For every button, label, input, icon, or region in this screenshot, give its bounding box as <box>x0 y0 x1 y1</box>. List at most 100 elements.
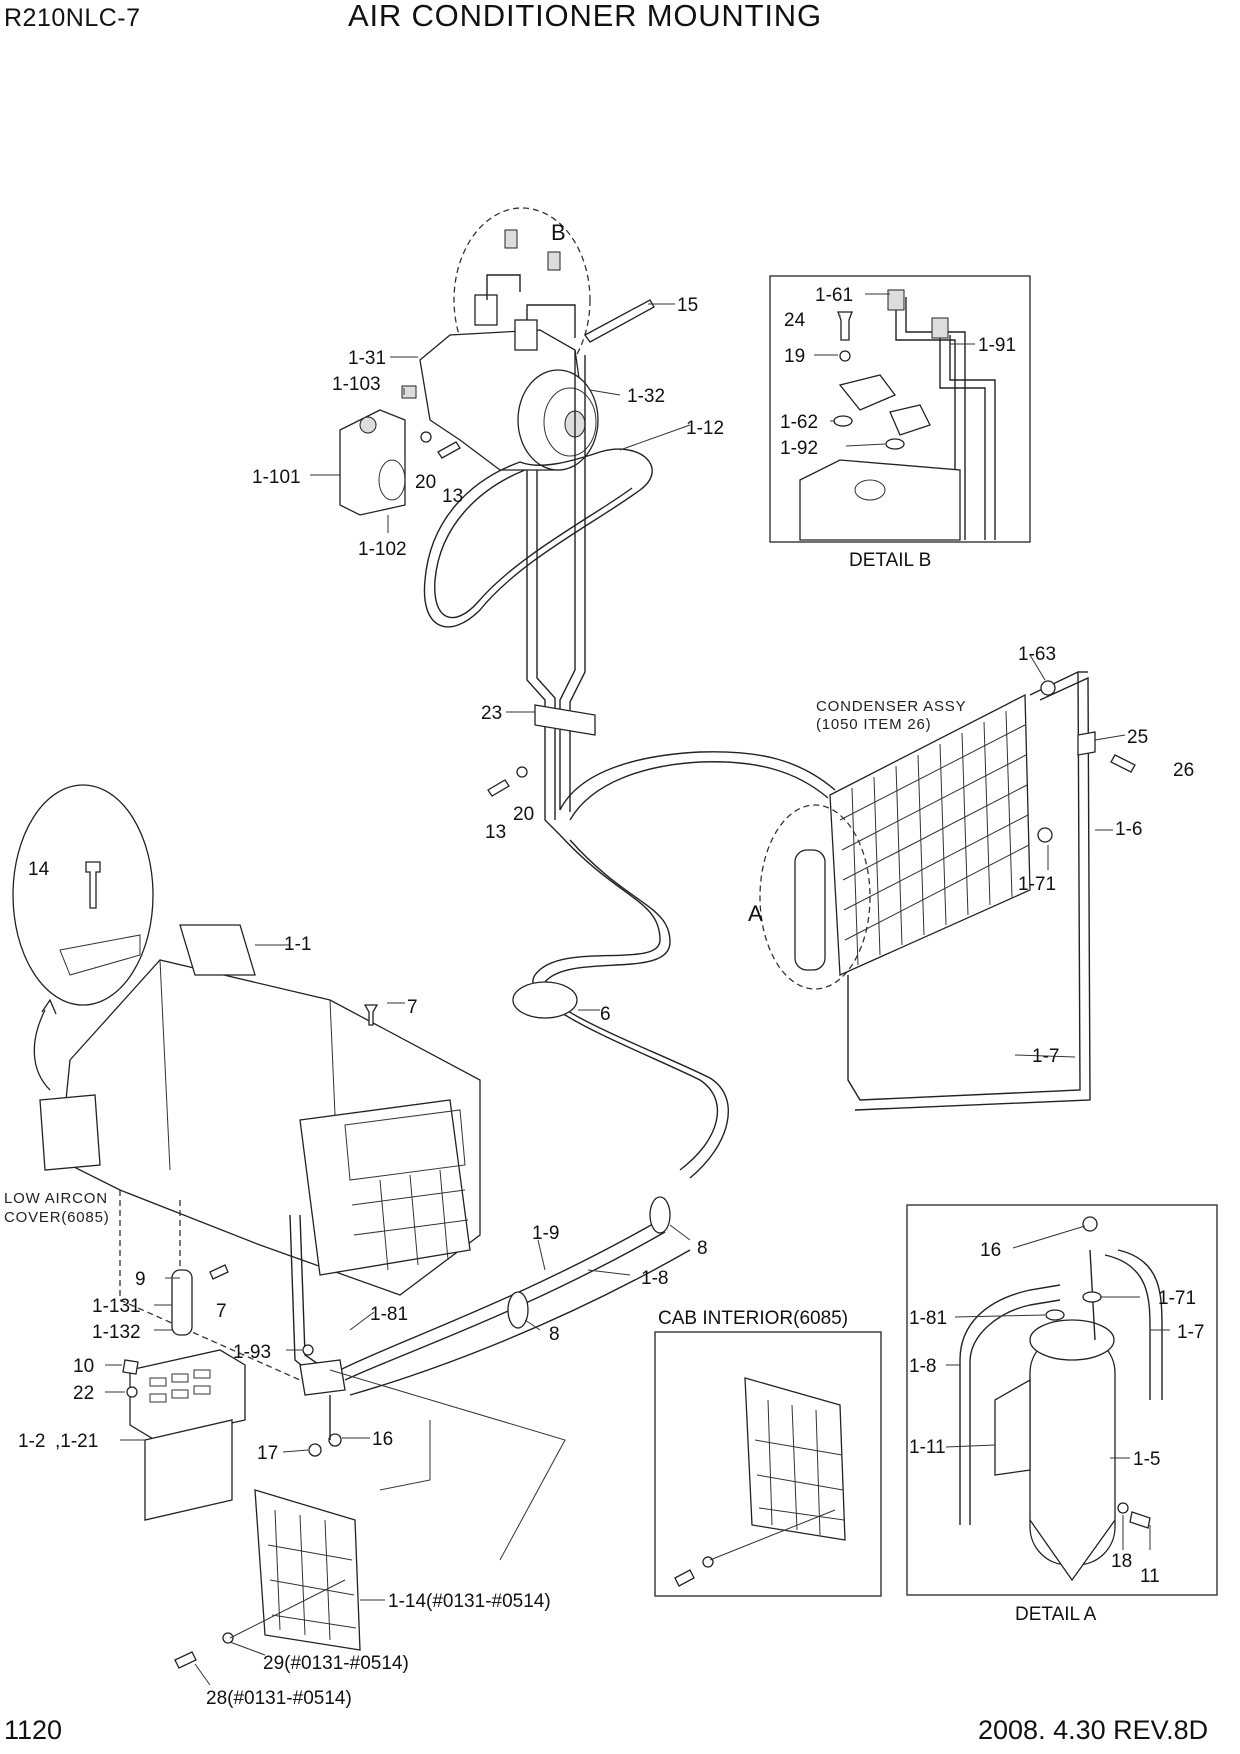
detail-a-labels: 16 1-71 1-81 1-7 1-8 1-11 1-5 18 11 DETA… <box>909 1240 1204 1625</box>
bracket-1-11 <box>994 1378 1031 1476</box>
detail-a-callout-18: 18 <box>1111 1551 1132 1572</box>
callout-1-14: 1-14(#0131-#0514) <box>388 1591 551 1612</box>
nut-16-detail <box>1082 1216 1098 1232</box>
oring-1-62 <box>833 415 853 427</box>
bolt-13-lower <box>487 779 510 797</box>
clamp-23 <box>534 704 596 736</box>
callout-1-9: 1-9 <box>532 1223 559 1244</box>
oring-1-92 <box>885 438 905 450</box>
washer-29 <box>222 1632 234 1644</box>
callout-1-71: 1-71 <box>1018 874 1056 895</box>
callout-1-12: 1-12 <box>686 418 724 439</box>
callout-25: 25 <box>1127 727 1148 748</box>
callout-26: 26 <box>1173 760 1194 781</box>
oring-1-71 <box>1082 1291 1102 1303</box>
callout-1-101: 1-101 <box>252 467 301 488</box>
low-aircon-note-line1: LOW AIRCON <box>4 1190 108 1207</box>
callout-8-lower: 8 <box>549 1324 560 1345</box>
callout-8-upper: 8 <box>697 1238 708 1259</box>
bolt-26 <box>1110 754 1136 773</box>
detail-b-callout-1-92: 1-92 <box>780 438 818 459</box>
callout-1-6: 1-6 <box>1115 819 1142 840</box>
duct-outlet <box>179 924 256 976</box>
callout-9: 9 <box>135 1269 146 1290</box>
washer-20-lower <box>516 766 528 778</box>
detail-a-callout-1-8: 1-8 <box>909 1356 936 1377</box>
callout-1-7: 1-7 <box>1032 1046 1059 1067</box>
detail-a-callout-1-7: 1-7 <box>1177 1322 1204 1343</box>
bolt-15 <box>584 299 655 343</box>
callout-28: 28(#0131-#0514) <box>206 1688 352 1709</box>
callout-17: 17 <box>257 1443 278 1464</box>
page-title: AIR CONDITIONER MOUNTING <box>348 0 822 33</box>
callout-16: 16 <box>372 1429 393 1450</box>
callout-20-lower: 20 <box>513 804 534 825</box>
callout-15: 15 <box>677 295 698 316</box>
detail-b-labels: 1-61 24 1-91 19 1-62 1-92 DETAIL B <box>780 285 1016 571</box>
callout-B: B <box>551 220 566 245</box>
callout-20-top: 20 <box>415 472 436 493</box>
detail-b-callout-19: 19 <box>784 346 805 367</box>
drive-belt-1-12 <box>423 448 653 628</box>
washer-19 <box>839 350 851 362</box>
callout-14: 14 <box>28 859 50 880</box>
washer-22 <box>126 1386 138 1398</box>
detail-a-caption: DETAIL A <box>1015 1604 1097 1625</box>
compressor-pulley <box>517 369 599 471</box>
detail-a-callout-1-71: 1-71 <box>1158 1288 1196 1309</box>
nut-16 <box>328 1433 342 1447</box>
callout-1-81: 1-81 <box>370 1304 408 1325</box>
detail-a-marker-circle <box>759 804 871 990</box>
condenser-assembly <box>759 670 1136 1111</box>
callout-1-8: 1-8 <box>641 1268 668 1289</box>
bolt-13-top <box>437 441 461 459</box>
callout-13-lower: 13 <box>485 822 506 843</box>
fitting-1-91 <box>931 317 949 339</box>
detail-a-callout-1-81: 1-81 <box>909 1308 947 1329</box>
washer-18 <box>1117 1502 1129 1514</box>
callout-22: 22 <box>73 1383 94 1404</box>
receiver-tank-1-101 <box>339 409 406 516</box>
bracket-25 <box>1077 731 1096 756</box>
callout-1-63: 1-63 <box>1018 644 1056 665</box>
receiver-drier <box>794 849 826 971</box>
callout-1-102: 1-102 <box>358 539 407 560</box>
callout-1-93: 1-93 <box>233 1342 271 1363</box>
callout-1-21: ,1-21 <box>55 1431 98 1452</box>
screw-7 <box>363 1004 379 1026</box>
inset-bolt-circle <box>12 784 154 1006</box>
callout-1-2: 1-2 <box>18 1431 45 1452</box>
callout-1-1: 1-1 <box>284 934 311 955</box>
bolt-14 <box>85 861 101 909</box>
callout-A: A <box>748 901 763 926</box>
bolt-24 <box>837 311 853 341</box>
detail-b-callout-24: 24 <box>784 310 806 331</box>
detail-b-marker-circle <box>453 207 591 393</box>
callout-10: 10 <box>73 1356 94 1377</box>
detail-a-callout-1-5: 1-5 <box>1133 1449 1160 1470</box>
fitting-1-63 <box>1040 680 1056 696</box>
model-number: R210NLC-7 <box>4 4 141 32</box>
callout-7-lower: 7 <box>216 1301 227 1322</box>
grommet-6 <box>512 981 578 1019</box>
oring-1-93 <box>302 1344 314 1356</box>
callout-1-103: 1-103 <box>332 374 381 395</box>
detail-a-callout-16: 16 <box>980 1240 1001 1261</box>
screw-10 <box>122 1359 139 1375</box>
filter-box <box>299 1099 471 1276</box>
compressor-fitting-right <box>514 319 538 351</box>
callout-23: 23 <box>481 703 502 724</box>
filter-1-131 <box>171 1269 193 1336</box>
detail-b-box <box>769 275 1031 543</box>
louver-1-14 <box>174 1489 361 1669</box>
clamp-8-upper <box>649 1196 671 1234</box>
compressor-group <box>339 207 655 628</box>
wing-screw-28 <box>174 1651 197 1669</box>
date-revision: 2008. 4.30 REV.8D <box>978 1715 1209 1745</box>
hoses-compressor-to-condenser <box>487 350 836 1179</box>
callout-1-31: 1-31 <box>348 348 386 369</box>
detail-a-box <box>906 1204 1218 1596</box>
nut-17 <box>308 1443 322 1457</box>
leader-lines <box>105 293 1170 1686</box>
